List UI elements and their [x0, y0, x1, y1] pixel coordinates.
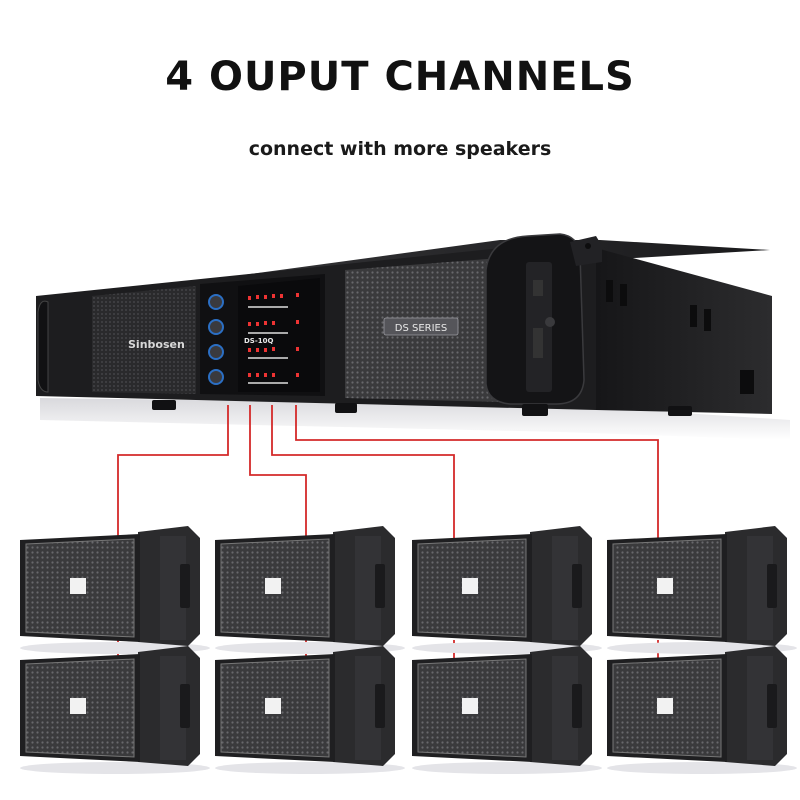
- speaker-cabinet: [20, 646, 210, 774]
- volume-knobs: [208, 294, 224, 385]
- speaker-badge: [70, 578, 86, 594]
- speaker-cabinet: [412, 646, 602, 774]
- speaker-cabinet: [215, 646, 405, 774]
- amplifier-feet: [152, 400, 692, 416]
- left-grille: [92, 286, 196, 394]
- speaker-badge: [70, 698, 86, 714]
- speaker-cabinet: [20, 526, 210, 654]
- brand-logo: Sinbosen: [128, 338, 185, 351]
- speaker-cabinet: [215, 526, 405, 654]
- speaker-badge: [657, 698, 673, 714]
- amplifier: Sinbosen: [36, 233, 772, 416]
- speaker-badge: [462, 578, 478, 594]
- speaker-cabinet: [607, 526, 797, 654]
- series-badge: DS SERIES: [395, 323, 447, 334]
- headline: 4 OUPUT CHANNELS: [165, 54, 635, 100]
- speaker-badge: [462, 698, 478, 714]
- speaker-badge: [657, 578, 673, 594]
- speaker-cabinet: [412, 526, 602, 654]
- led-meters: [248, 293, 299, 384]
- subheadline: connect with more speakers: [248, 138, 552, 160]
- speaker-array: [20, 526, 797, 774]
- model-label: DS-10Q: [244, 337, 273, 345]
- speaker-badge: [265, 698, 281, 714]
- speaker-cabinet: [607, 646, 797, 774]
- speaker-badge: [265, 578, 281, 594]
